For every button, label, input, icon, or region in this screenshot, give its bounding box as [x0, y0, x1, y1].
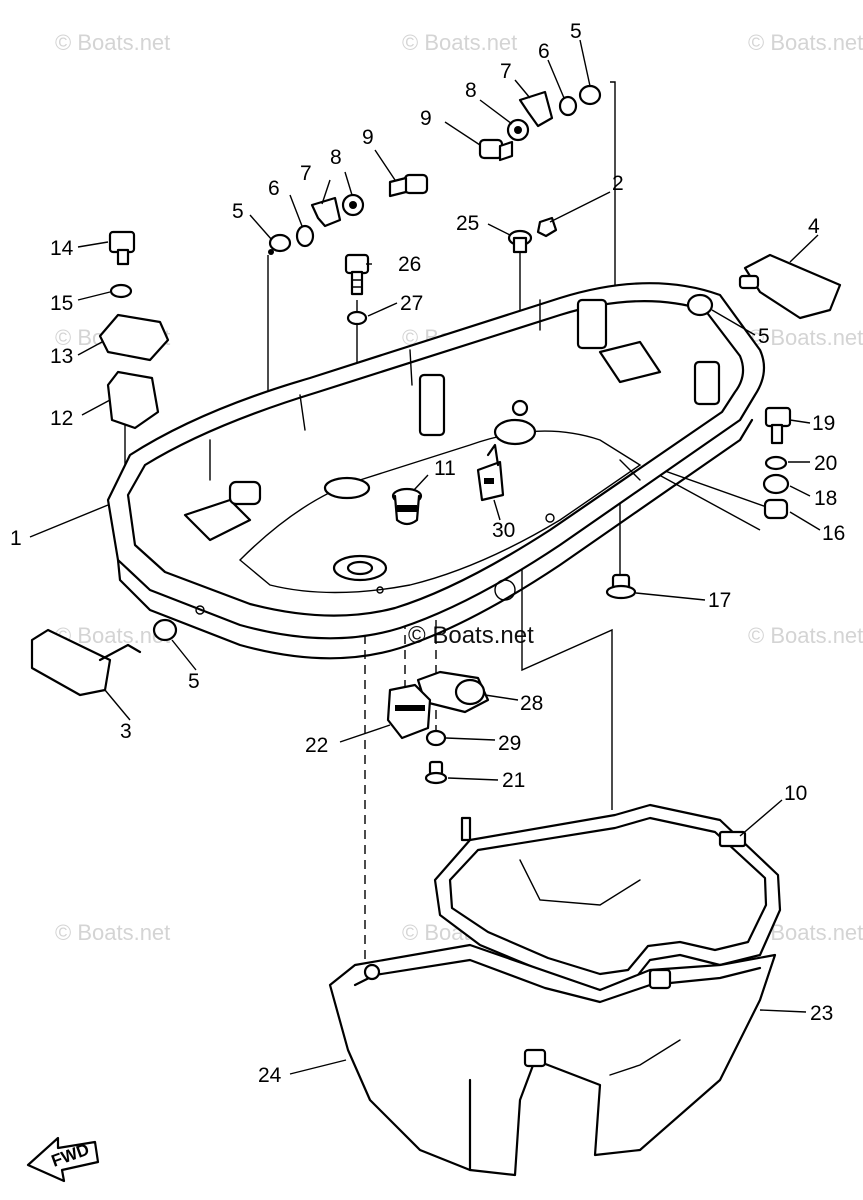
callout-9-left: 9 [362, 126, 374, 149]
watermark: © Boats.net [748, 30, 863, 55]
part-5-grommet [686, 293, 714, 317]
part-25-bolt [507, 229, 533, 254]
callout-12: 12 [50, 407, 73, 430]
callout-5-right: 5 [758, 325, 770, 348]
callout-19: 19 [812, 412, 835, 435]
callout-23: 23 [810, 1002, 833, 1025]
callout-7-right: 7 [500, 60, 512, 83]
part-17-screw [605, 573, 637, 600]
part-5-grommet [152, 618, 178, 642]
callout-22: 22 [305, 734, 328, 757]
bottom-cowling-pan [106, 282, 766, 660]
callout-7-left: 7 [300, 162, 312, 185]
part-28-bracket [416, 670, 490, 714]
callout-9-right: 9 [420, 107, 432, 130]
part-4-lever [738, 253, 842, 320]
part-13-plate [98, 313, 170, 362]
callout-13: 13 [50, 345, 73, 368]
callout-leaders [29, 39, 821, 1075]
callout-29: 29 [498, 732, 521, 755]
watermark: © Boats.net [748, 623, 863, 648]
right-hardware-set [478, 84, 602, 162]
callout-24: 24 [258, 1064, 282, 1087]
callout-18: 18 [814, 487, 837, 510]
callout-28: 28 [520, 692, 543, 715]
callout-20: 20 [814, 452, 837, 475]
part-29-nut [425, 729, 447, 747]
part-11-grommet [391, 487, 423, 526]
callout-16: 16 [822, 522, 845, 545]
part-12-block [106, 370, 160, 430]
callout-6-right: 6 [538, 40, 550, 63]
callout-21: 21 [502, 769, 525, 792]
part-14-bolt [108, 230, 136, 266]
watermark: © Boats.net [55, 30, 170, 55]
callout-2: 2 [612, 172, 624, 195]
callout-4: 4 [808, 215, 820, 238]
callout-8-left: 8 [330, 146, 342, 169]
part-24-lower-cover [328, 943, 777, 1177]
part-15-washer [109, 283, 133, 299]
part-22-grommet [386, 683, 432, 740]
callout-26: 26 [398, 253, 421, 276]
watermark: © Boats.net [748, 325, 863, 350]
callout-30: 30 [492, 519, 515, 542]
callout-11: 11 [434, 457, 456, 480]
callout-numbers: 1 2 3 4 5 5 5 5 6 6 7 7 8 8 9 9 10 11 12… [10, 20, 845, 1087]
callout-5-bottom: 5 [188, 670, 200, 693]
left-hardware-set [268, 173, 429, 255]
callout-5-left: 5 [232, 200, 244, 223]
part-18-grommet [762, 473, 790, 495]
part-27-washer [346, 310, 368, 326]
fwd-arrow-icon: FWD [26, 1136, 100, 1183]
callout-3: 3 [120, 720, 132, 743]
callout-8-right: 8 [465, 79, 477, 102]
callout-1: 1 [10, 527, 22, 550]
callout-10: 10 [784, 782, 807, 805]
watermark: © Boats.net [55, 920, 170, 945]
callout-15: 15 [50, 292, 73, 315]
center-watermark: © Boats.net [408, 622, 534, 649]
part-30-clip [476, 443, 505, 502]
callout-27: 27 [400, 292, 423, 315]
part-19-bolt [764, 406, 792, 445]
part-2-nut [536, 216, 558, 238]
callout-5-top: 5 [570, 20, 582, 43]
callout-25: 25 [456, 212, 479, 235]
callout-17: 17 [708, 589, 731, 612]
part-20-washer [764, 455, 788, 471]
callout-14: 14 [50, 237, 74, 260]
watermark: © Boats.net [402, 30, 517, 55]
callout-6-left: 6 [268, 177, 280, 200]
part-26-bolt [344, 253, 370, 296]
part-21-screw [424, 760, 448, 785]
part-16-collar [763, 498, 789, 520]
